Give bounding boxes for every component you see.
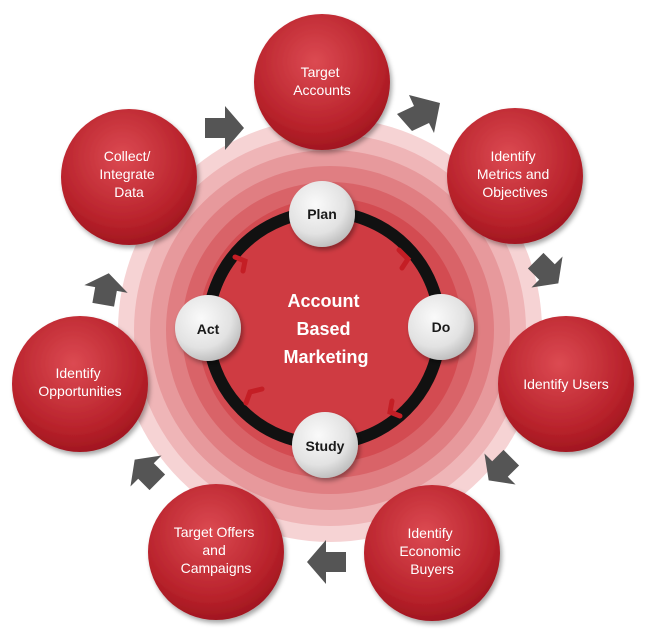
step-identify-metrics [447,108,583,244]
arrow-icon [130,455,166,491]
node-plan [289,181,355,247]
arrow-icon [84,273,128,307]
step-target-accounts [254,14,390,150]
step-collect-data [61,109,197,245]
connector-arrows [84,95,563,584]
step-target-offers-label-line-2: and [202,542,225,558]
cycle-arrow-ticks [232,247,412,419]
svg-text:Target Accounts: Target Accounts [293,64,351,98]
step-collect-data-label-line-3: Data [114,184,144,200]
step-identify-metrics-label-line-1: Identify [490,148,535,164]
arrow-icon [484,449,520,485]
step-target-offers-label-line-1: Target Offers [174,524,255,540]
svg-text:Collect/ Integrate: Collect/ Integrate Data [99,148,158,200]
arrow-icon [397,95,440,133]
node-do [408,294,474,360]
svg-text:Target Offers and: Target Offers and Campaigns [174,524,259,576]
step-identify-economic-buyers-label-line-3: Buyers [410,561,454,577]
cycle-tick-icon [396,247,412,271]
step-target-offers-label-line-3: Campaigns [181,560,252,576]
center-title-line-2: Based [296,319,350,339]
outer-step-nodes: Target Accounts Identify Metrics and Obj… [12,14,634,621]
node-do-label: Do [432,319,451,335]
step-collect-data-label-line-2: Integrate [99,166,154,182]
step-identify-users [498,316,634,452]
svg-text:Identify Opportunities: Identify Opportunities [38,365,121,399]
step-collect-data-label-line-1: Collect/ [104,148,151,164]
step-identify-metrics-label-line-2: Metrics and [477,166,549,182]
center-title-line-1: Account [287,291,359,311]
arrow-icon [527,252,563,288]
center-title-line-3: Marketing [283,347,368,367]
cycle-tick-icon [232,254,248,274]
step-target-offers [148,484,284,620]
node-plan-label: Plan [307,206,337,222]
node-act [175,295,241,361]
arrow-icon [307,540,346,584]
svg-text:Identify Metrics and: Identify Metrics and Objectives [477,148,553,200]
step-identify-users-label-line-1: Identify Users [523,376,609,392]
node-study-label: Study [306,438,345,454]
step-identify-economic-buyers [364,485,500,621]
arrow-icon [205,106,244,150]
step-identify-opportunities-label-line-1: Identify [55,365,100,381]
center-title: Account Based Marketing [283,291,368,367]
step-identify-opportunities [12,316,148,452]
step-identify-economic-buyers-label-line-1: Identify [407,525,452,541]
step-identify-metrics-label-line-3: Objectives [482,184,547,200]
node-study [292,412,358,478]
cycle-tick-icon [387,398,403,419]
node-act-label: Act [197,321,220,337]
step-target-accounts-label-line-2: Accounts [293,82,351,98]
cycle-tick-icon [243,386,265,406]
pdsa-cycle: Plan Do Study Act [175,181,474,478]
svg-text:Identify Users: Identify Users [523,376,609,392]
step-identify-opportunities-label-line-2: Opportunities [38,383,121,399]
svg-text:Identify Economic: Identify Economic Buyers [399,525,464,577]
step-identify-economic-buyers-label-line-2: Economic [399,543,460,559]
step-target-accounts-label-line-1: Target [301,64,340,80]
